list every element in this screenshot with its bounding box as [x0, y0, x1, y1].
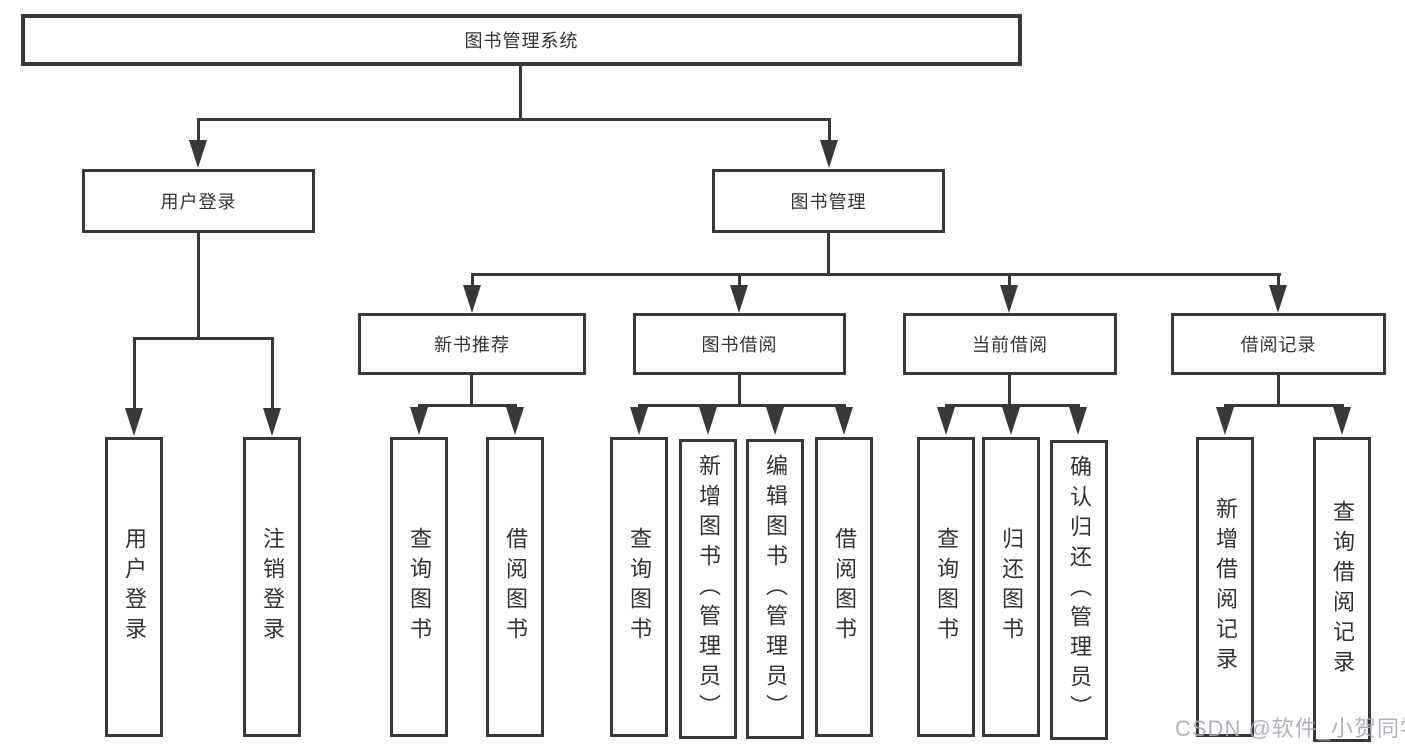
leaf-cb-query-books: 查询图书 — [917, 437, 975, 737]
node-book-borrow: 图书借阅 — [633, 313, 846, 375]
leaf-bb-query-books: 查询图书 — [610, 437, 668, 737]
connector-line — [519, 64, 522, 121]
node-user-login: 用户登录 — [82, 169, 315, 233]
connector-line — [471, 273, 474, 288]
arrowhead — [506, 407, 524, 435]
arrowhead — [937, 407, 955, 435]
connector-line — [197, 118, 831, 121]
node-borrow-records: 借阅记录 — [1171, 313, 1386, 375]
connector-line — [197, 118, 200, 145]
arrowhead — [835, 407, 853, 435]
connector-line — [1277, 273, 1280, 288]
leaf-nbr-borrow-books: 借阅图书 — [486, 437, 544, 737]
connector-line — [197, 233, 200, 340]
arrowhead — [1069, 407, 1087, 435]
connector-line — [133, 337, 274, 340]
connector-line — [638, 404, 846, 407]
connector-line — [471, 273, 1281, 276]
connector-line — [1008, 273, 1011, 288]
leaf-bb-edit-books-admin: 编辑图书（管理员） — [746, 439, 804, 739]
leaf-br-add-record: 新增借阅记录 — [1196, 437, 1254, 737]
arrowhead — [630, 407, 648, 435]
connector-line — [828, 118, 831, 145]
arrowhead — [730, 285, 748, 313]
leaf-bb-add-books-admin: 新增图书（管理员） — [679, 439, 737, 739]
arrowhead — [1002, 407, 1020, 435]
leaf-br-query-record: 查询借阅记录 — [1313, 437, 1371, 742]
arrowhead — [766, 407, 784, 435]
connector-line — [133, 337, 136, 411]
connector-line — [738, 375, 741, 407]
node-current-borrow: 当前借阅 — [903, 313, 1117, 375]
arrowhead — [820, 140, 838, 168]
connector-line — [470, 375, 473, 407]
node-root: 图书管理系统 — [21, 14, 1022, 66]
leaf-cb-return-books: 归还图书 — [982, 437, 1040, 737]
node-book-management: 图书管理 — [712, 169, 945, 233]
leaf-user-login: 用户登录 — [105, 437, 163, 737]
connector-line — [738, 273, 741, 288]
arrowhead — [1269, 285, 1287, 313]
connector-line — [827, 233, 830, 276]
csdn-watermark: CSDN @软件_小贺同学 — [1175, 716, 1405, 741]
connector-line — [271, 337, 274, 411]
arrowhead — [1216, 407, 1234, 435]
node-new-book-recommend: 新书推荐 — [358, 313, 586, 375]
leaf-bb-borrow-books: 借阅图书 — [815, 437, 873, 737]
leaf-nbr-query-books: 查询图书 — [390, 437, 448, 737]
arrowhead — [125, 408, 143, 436]
connector-line — [1277, 375, 1280, 407]
arrowhead — [699, 407, 717, 435]
arrowhead — [189, 140, 207, 168]
arrowhead — [463, 285, 481, 313]
leaf-logout: 注销登录 — [243, 437, 301, 737]
connector-line — [1008, 375, 1011, 407]
connector-line — [945, 404, 1080, 407]
arrowhead — [263, 408, 281, 436]
connector-line — [418, 404, 517, 407]
connector-line — [1224, 404, 1344, 407]
arrowhead — [1000, 285, 1018, 313]
arrowhead — [410, 407, 428, 435]
leaf-cb-confirm-return-admin: 确认归还（管理员） — [1050, 440, 1108, 740]
arrowhead — [1333, 407, 1351, 435]
